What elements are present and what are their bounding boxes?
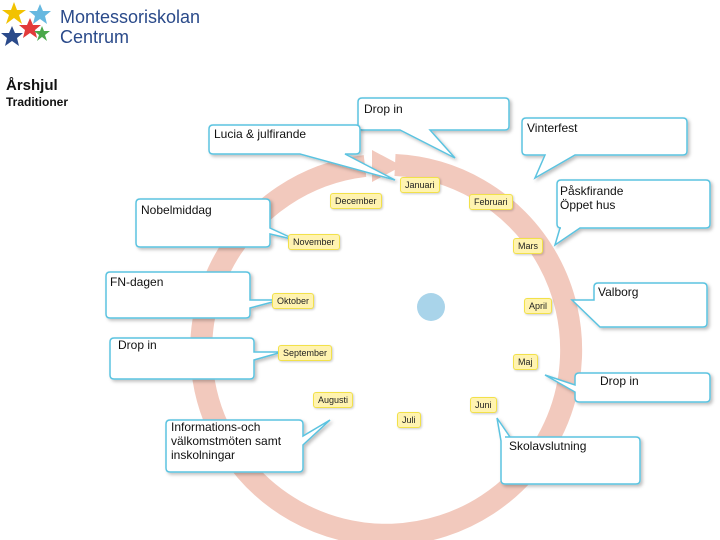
event-paskfirande-line-2: Öppet hus — [560, 198, 616, 212]
logo-line-2: Centrum — [60, 27, 130, 47]
month-maj: Maj — [513, 354, 538, 370]
month-augusti: Augusti — [313, 392, 354, 408]
callout-skolavslutning — [496, 417, 641, 485]
month-februari: Februari — [469, 194, 513, 210]
callout-paskfirande — [553, 179, 711, 247]
callout-drop-in-top — [357, 97, 510, 159]
center-dot — [417, 293, 445, 321]
logo-stars-icon — [1, 2, 51, 46]
logo: Montessoriskolan Centrum — [0, 0, 200, 50]
month-juli: Juli — [397, 412, 421, 428]
page-subtitle: Traditioner — [6, 95, 69, 109]
callout-fn-dagen — [105, 271, 281, 319]
month-december: December — [330, 193, 382, 209]
event-lucia: Lucia & julfirande — [214, 127, 307, 141]
callout-informationsmoten — [165, 419, 331, 473]
callout-lucia — [208, 124, 396, 181]
callout-vinterfest — [521, 117, 688, 180]
month-oktober: Oktober — [272, 293, 315, 309]
logo-name: Montessoriskolan Centrum — [60, 7, 200, 47]
callout-drop-in-left — [109, 337, 283, 380]
event-paskfirande-line-1: Påskfirande — [560, 184, 624, 198]
month-januari: Januari — [400, 177, 440, 193]
page-title: Årshjul — [6, 77, 58, 94]
event-fn-dagen: FN-dagen — [110, 275, 164, 289]
event-informationsmoten: Informations-och välkomstmöten samt insk… — [171, 420, 282, 462]
event-vinterfest: Vinterfest — [527, 121, 578, 135]
month-november: November — [288, 234, 340, 250]
event-valborg: Valborg — [598, 285, 639, 299]
month-mars: Mars — [513, 238, 543, 254]
event-drop-in-top: Drop in — [364, 102, 403, 116]
event-paskfirande: Påskfirande Öppet hus — [560, 184, 623, 212]
month-april: April — [524, 298, 553, 314]
month-september: September — [278, 345, 333, 361]
event-drop-in-left: Drop in — [118, 338, 157, 352]
event-drop-in-right: Drop in — [600, 374, 639, 388]
year-ring — [190, 154, 583, 540]
logo-line-1: Montessoriskolan — [60, 7, 201, 27]
event-nobelmiddag: Nobelmiddag — [141, 203, 212, 217]
callout-valborg — [570, 282, 708, 328]
callout-nobelmiddag — [135, 198, 297, 248]
month-juni: Juni — [470, 397, 497, 413]
callout-drop-in-right — [544, 372, 711, 403]
event-skolavslutning: Skolavslutning — [509, 439, 587, 453]
